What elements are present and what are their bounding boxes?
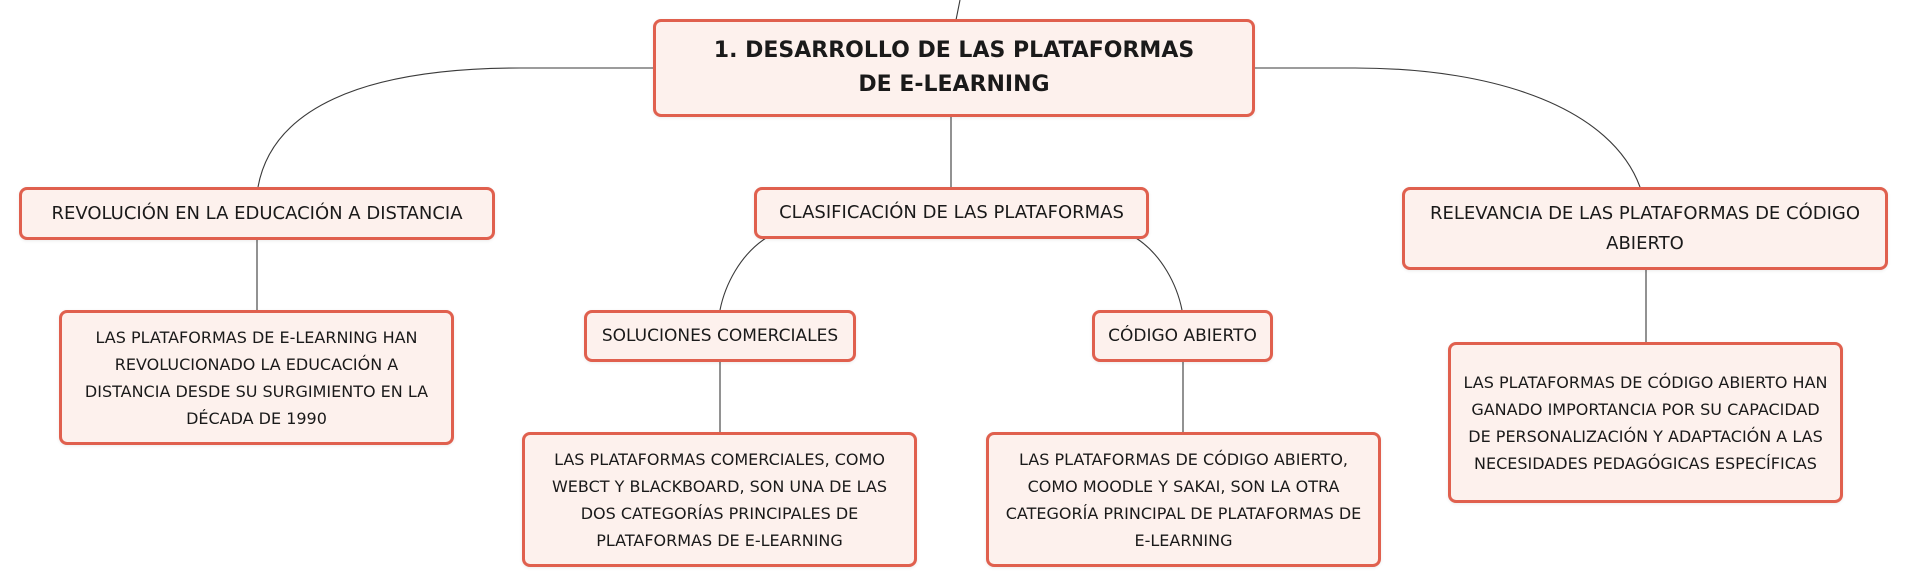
detail-revolucion[interactable]: LAS PLATAFORMAS DE E-LEARNING HAN REVOLU…	[59, 310, 454, 445]
connector-root-to-relevancia	[1255, 67, 1641, 188]
sub-soluciones-comerciales[interactable]: SOLUCIONES COMERCIALES	[584, 310, 856, 362]
root-node[interactable]: 1. DESARROLLO DE LAS PLATAFORMAS DE E-LE…	[653, 19, 1255, 117]
branch-revolucion[interactable]: REVOLUCIÓN EN LA EDUCACIÓN A DISTANCIA	[19, 187, 495, 240]
connector-clasificacion-to-comerciales	[719, 237, 767, 311]
detail-revolucion-text: LAS PLATAFORMAS DE E-LEARNING HAN REVOLU…	[84, 327, 429, 428]
detail-relevancia-text: LAS PLATAFORMAS DE CÓDIGO ABIERTO HAN GA…	[1463, 372, 1828, 473]
detail-relevancia[interactable]: LAS PLATAFORMAS DE CÓDIGO ABIERTO HAN GA…	[1448, 342, 1843, 503]
sub-codigo-abierto[interactable]: CÓDIGO ABIERTO	[1092, 310, 1273, 362]
connector-root-to-revolucion	[257, 67, 653, 188]
detail-soluciones-comerciales-text: LAS PLATAFORMAS COMERCIALES, COMO WEBCT …	[551, 449, 888, 550]
sub-soluciones-comerciales-label: SOLUCIONES COMERCIALES	[601, 326, 839, 346]
detail-codigo-abierto-text: LAS PLATAFORMAS DE CÓDIGO ABIERTO, COMO …	[1005, 449, 1362, 550]
connector-parent-to-root	[955, 0, 961, 21]
branch-clasificacion[interactable]: CLASIFICACIÓN DE LAS PLATAFORMAS	[754, 187, 1149, 239]
root-node-label: 1. DESARROLLO DE LAS PLATAFORMAS DE E-LE…	[713, 38, 1195, 97]
sub-codigo-abierto-label: CÓDIGO ABIERTO	[1108, 326, 1257, 346]
connector-clasificacion-to-abierto	[1135, 237, 1183, 311]
branch-clasificacion-label: CLASIFICACIÓN DE LAS PLATAFORMAS	[779, 202, 1124, 223]
branch-relevancia[interactable]: RELEVANCIA DE LAS PLATAFORMAS DE CÓDIGO …	[1402, 187, 1888, 270]
detail-codigo-abierto[interactable]: LAS PLATAFORMAS DE CÓDIGO ABIERTO, COMO …	[986, 432, 1381, 567]
branch-revolucion-label: REVOLUCIÓN EN LA EDUCACIÓN A DISTANCIA	[51, 202, 463, 224]
detail-soluciones-comerciales[interactable]: LAS PLATAFORMAS COMERCIALES, COMO WEBCT …	[522, 432, 917, 567]
branch-relevancia-label: RELEVANCIA DE LAS PLATAFORMAS DE CÓDIGO …	[1429, 202, 1861, 254]
